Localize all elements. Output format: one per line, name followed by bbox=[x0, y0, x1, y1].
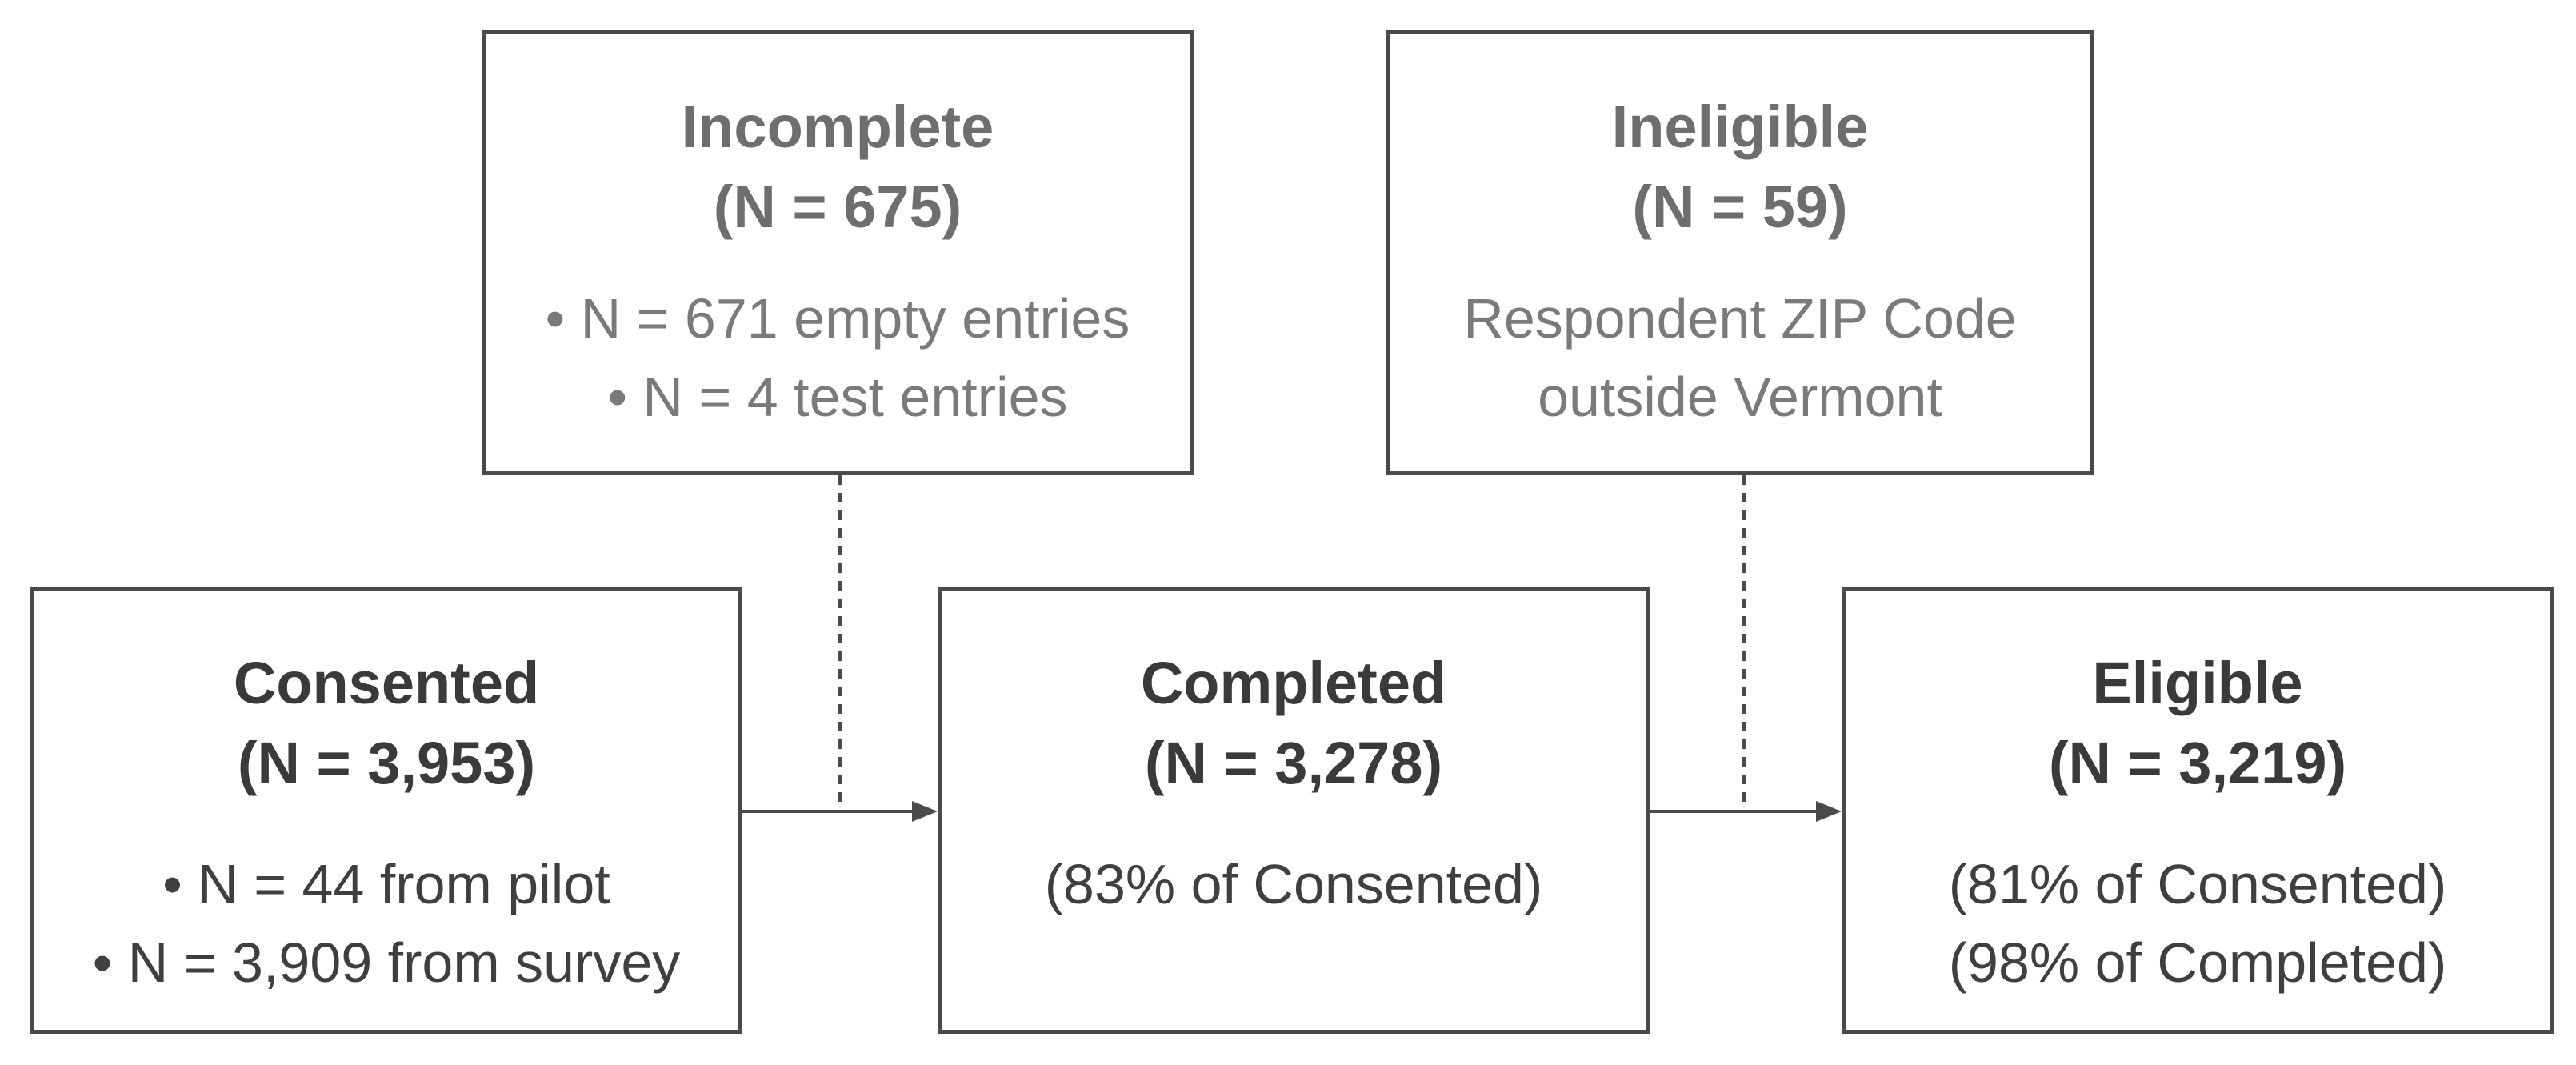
ineligible-count: (N = 59) bbox=[1632, 174, 1848, 240]
completed-count: (N = 3,278) bbox=[1144, 730, 1443, 796]
incomplete-details: • N = 671 empty entries • N = 4 test ent… bbox=[486, 279, 1190, 436]
completed-title: Completed bbox=[1140, 650, 1447, 716]
ineligible-title: Ineligible bbox=[1611, 94, 1869, 160]
completed-details: (83% of Consented) bbox=[942, 845, 1646, 923]
incomplete-count: (N = 675) bbox=[713, 174, 962, 240]
consented-detail-survey: • N = 3,909 from survey bbox=[92, 931, 681, 994]
ineligible-detail-line-2: outside Vermont bbox=[1538, 366, 1942, 428]
eligible-detail-of-completed: (98% of Completed) bbox=[1948, 931, 2447, 994]
consented-details: • N = 44 from pilot • N = 3,909 from sur… bbox=[34, 845, 738, 1002]
completed-box: Completed (N = 3,278) (83% of Consented) bbox=[938, 587, 1650, 1034]
consented-detail-pilot: • N = 44 from pilot bbox=[162, 853, 610, 915]
consented-title: Consented bbox=[233, 650, 540, 716]
consented-count: (N = 3,953) bbox=[237, 730, 536, 796]
incomplete-detail-empty: • N = 671 empty entries bbox=[545, 287, 1130, 350]
ineligible-detail-line-1: Respondent ZIP Code bbox=[1463, 287, 2017, 350]
consented-to-completed-arrowhead bbox=[912, 801, 938, 822]
incomplete-title: Incomplete bbox=[681, 94, 994, 160]
completed-to-eligible-arrowhead bbox=[1816, 801, 1842, 822]
eligible-details: (81% of Consented) (98% of Completed) bbox=[1846, 845, 2550, 1002]
eligible-detail-of-consented: (81% of Consented) bbox=[1948, 853, 2447, 915]
consented-box: Consented (N = 3,953) • N = 44 from pilo… bbox=[30, 587, 742, 1034]
eligible-count: (N = 3,219) bbox=[2048, 730, 2347, 796]
incomplete-detail-test: • N = 4 test entries bbox=[607, 366, 1068, 428]
eligible-title: Eligible bbox=[2092, 650, 2303, 716]
ineligible-box: Ineligible (N = 59) Respondent ZIP Code … bbox=[1386, 30, 2094, 475]
ineligible-details: Respondent ZIP Code outside Vermont bbox=[1390, 279, 2090, 436]
incomplete-box: Incomplete (N = 675) • N = 671 empty ent… bbox=[482, 30, 1194, 475]
eligible-box: Eligible (N = 3,219) (81% of Consented) … bbox=[1842, 587, 2554, 1034]
completed-detail-percent: (83% of Consented) bbox=[1044, 853, 1543, 915]
